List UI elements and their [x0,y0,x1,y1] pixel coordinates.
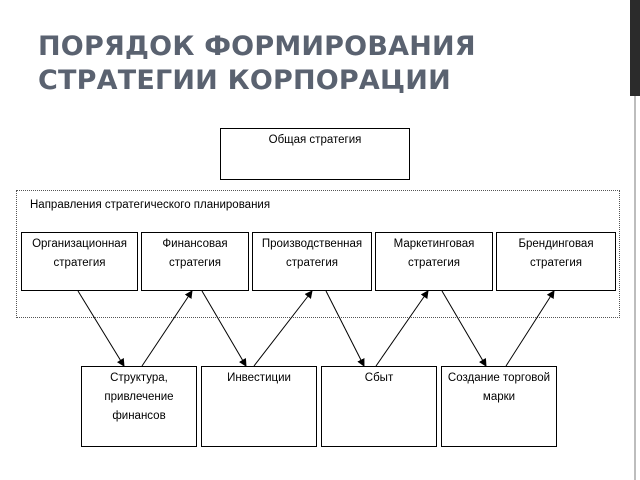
outcome-box-investments: Инвестиции [201,366,317,447]
page-title: ПОРЯДОК ФОРМИРОВАНИЯ СТРАТЕГИИ КОРПОРАЦИ… [38,31,476,96]
strategy-label: Организационная стратегия [32,238,127,269]
strategy-box-marketing: Маркетинговая стратегия [375,232,493,291]
outcome-box-sales: Сбыт [321,366,437,447]
outcome-box-structure: Структура, привлечение финансов [81,366,197,447]
strategy-label: Маркетинговая стратегия [393,238,475,269]
arrow-invest-to-prod [253,290,313,367]
outcome-label: Создание торговой марки [447,372,551,403]
outcome-label: Структура, привлечение финансов [104,372,174,422]
planning-directions-label: Направления стратегического планирования [30,199,271,211]
arrow-structure-to-fin [141,290,193,367]
strategy-box-branding: Брендинговая стратегия [496,232,616,291]
arrow-org-to-structure [77,290,125,367]
strategy-box-financial: Финансовая стратегия [141,232,249,291]
arrow-fin-to-invest [201,290,247,367]
strategy-label: Производственная стратегия [261,238,363,269]
strategy-label: Финансовая стратегия [162,238,228,269]
edge-dark-block [630,0,640,96]
arrow-sales-to-mkt [375,290,429,367]
slide-edge-bar [628,0,640,480]
arrow-mkt-to-trademark [441,290,487,367]
strategy-box-organizational: Организационная стратегия [21,232,138,291]
strategy-box-production: Производственная стратегия [252,232,372,291]
outcome-box-trademark: Создание торговой марки [441,366,557,447]
top-box-general-strategy: Общая стратегия [220,128,410,180]
outcome-label: Сбыт [364,372,394,384]
outcome-label: Инвестиции [227,372,291,384]
edge-line [634,0,636,480]
strategy-label: Брендинговая стратегия [518,238,594,269]
arrow-prod-to-sales [325,290,365,367]
top-box-label: Общая стратегия [268,134,362,146]
planning-directions-area [16,190,620,318]
arrow-trademark-to-brand [505,290,555,367]
